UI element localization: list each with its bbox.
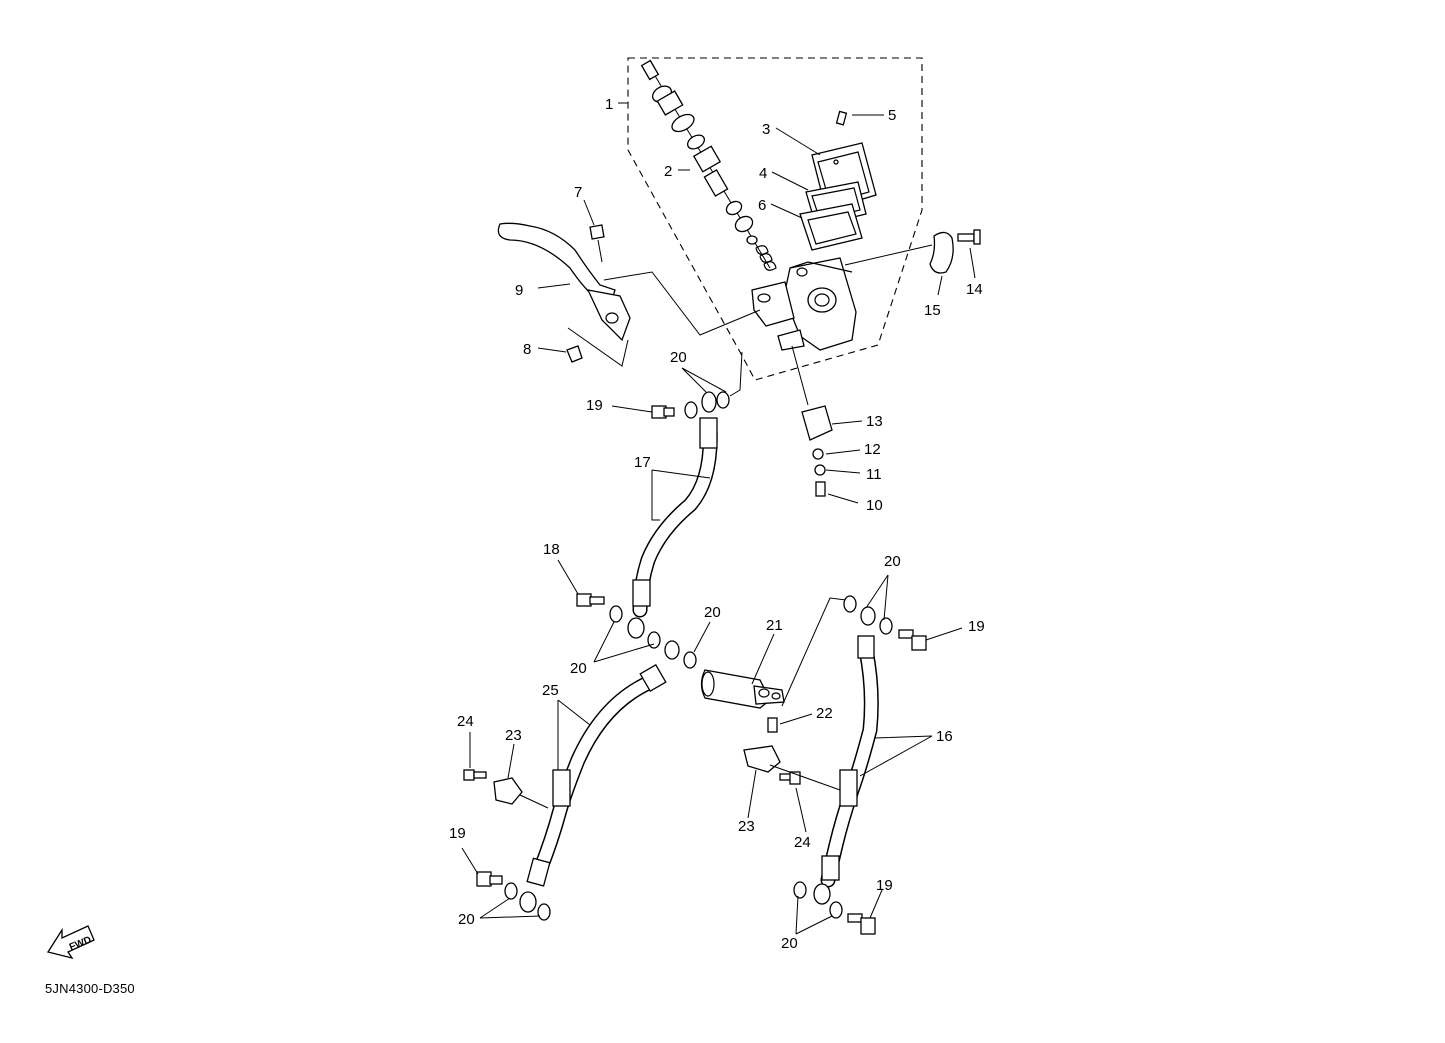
callout-23-a: 23 xyxy=(505,727,522,744)
callout-20-f: 20 xyxy=(781,935,798,952)
piston-kit-parts xyxy=(640,59,777,271)
callout-5: 5 xyxy=(888,107,896,124)
right-caliper-bolt xyxy=(793,881,876,935)
callout-13: 13 xyxy=(866,413,883,430)
left-union-bolt xyxy=(576,593,697,669)
left-caliper-bolt xyxy=(476,871,551,921)
brake-hose-upper xyxy=(627,417,718,639)
brake-switch xyxy=(801,405,833,497)
left-hose-clamp xyxy=(463,769,523,805)
callout-20-e: 20 xyxy=(458,911,475,928)
callout-19-d: 19 xyxy=(876,877,893,894)
right-union-bolt xyxy=(843,595,927,651)
brake-hose-right xyxy=(813,635,879,905)
callout-19-a: 19 xyxy=(586,397,603,414)
callout-10: 10 xyxy=(866,497,883,514)
callout-21: 21 xyxy=(766,617,783,634)
callout-11: 11 xyxy=(866,466,882,483)
brake-hose-joint xyxy=(700,669,785,733)
callout-19-b: 19 xyxy=(968,618,985,635)
callout-1: 1 xyxy=(605,96,613,113)
brake-hose-left xyxy=(519,663,667,913)
leader-lines xyxy=(461,102,976,935)
callout-18: 18 xyxy=(543,541,560,558)
callout-25: 25 xyxy=(542,682,559,699)
callout-6: 6 xyxy=(758,197,766,214)
diagram-code: 5JN4300-D350 xyxy=(45,981,135,996)
callout-20-b: 20 xyxy=(884,553,901,570)
callout-19-c: 19 xyxy=(449,825,466,842)
callout-12: 12 xyxy=(864,441,881,458)
callout-20-c: 20 xyxy=(704,604,721,621)
callout-labels: 1 2 3 4 5 6 7 8 9 10 11 12 13 14 15 16 1… xyxy=(449,96,985,952)
callout-2: 2 xyxy=(664,163,672,180)
master-cylinder-assembly-boundary xyxy=(627,57,923,381)
callout-22: 22 xyxy=(816,705,833,722)
reservoir-cap-stack xyxy=(799,110,877,251)
callout-9: 9 xyxy=(515,282,523,299)
right-hose-clamp xyxy=(743,745,801,785)
master-cylinder-body xyxy=(751,257,857,351)
callout-7: 7 xyxy=(574,184,582,201)
callout-23-b: 23 xyxy=(738,818,755,835)
forward-arrow-icon: FWD xyxy=(46,925,95,960)
callout-3: 3 xyxy=(762,121,770,138)
callout-20-d: 20 xyxy=(570,660,587,677)
handlebar-clamp xyxy=(929,229,981,274)
callout-24-b: 24 xyxy=(794,834,811,851)
callout-15: 15 xyxy=(924,302,941,319)
upper-banjo xyxy=(651,391,730,419)
callout-16: 16 xyxy=(936,728,953,745)
callout-24-a: 24 xyxy=(457,713,474,730)
callout-17: 17 xyxy=(634,454,651,471)
callout-8: 8 xyxy=(523,341,531,358)
callout-14: 14 xyxy=(966,281,983,298)
callout-4: 4 xyxy=(759,165,767,182)
brake-lever xyxy=(497,222,631,363)
callout-20-a: 20 xyxy=(670,349,687,366)
